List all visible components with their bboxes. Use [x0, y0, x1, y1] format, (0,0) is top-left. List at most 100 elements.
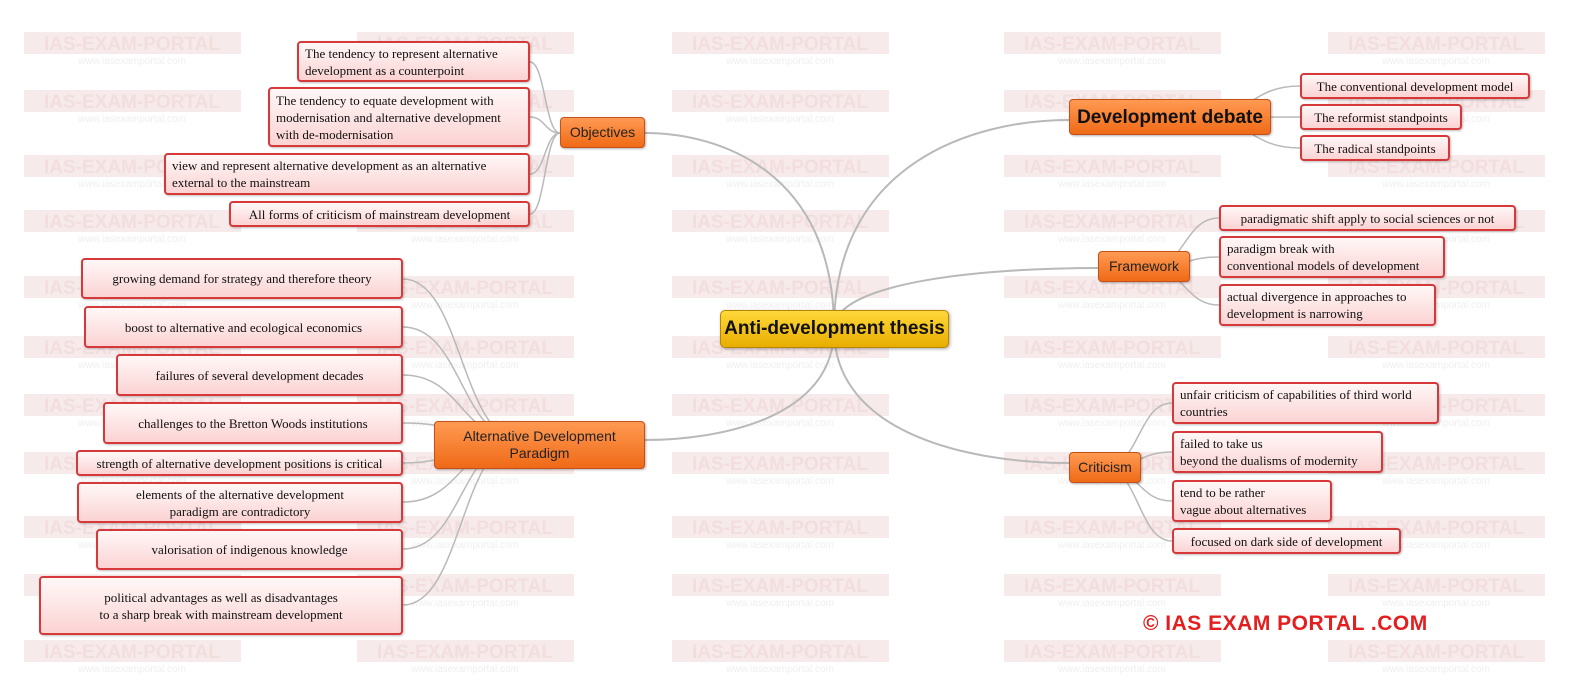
paradigm-leaf-1[interactable]: growing demand for strategy and therefor… [81, 258, 403, 299]
watermark-band [357, 640, 574, 662]
watermark-text: IAS-EXAM-PORTAL [692, 92, 868, 113]
watermark-text: IAS-EXAM-PORTAL [1024, 338, 1200, 359]
watermark-band [672, 32, 889, 54]
paradigm-leaf-3[interactable]: failures of several development decades [116, 354, 403, 396]
copyright-notice: © IAS EXAM PORTAL .COM [1143, 612, 1428, 635]
branch-framework[interactable]: Framework [1098, 251, 1190, 282]
framework-leaf-2[interactable]: paradigm break with conventional models … [1219, 236, 1445, 278]
paradigm-leaf-5[interactable]: strength of alternative development posi… [76, 450, 403, 476]
watermark-band [672, 640, 889, 662]
connector-line [644, 132, 835, 330]
watermark-band [672, 394, 889, 416]
objectives-leaf-1[interactable]: The tendency to represent alternative de… [297, 41, 530, 82]
watermark-text: IAS-EXAM-PORTAL [692, 518, 868, 539]
paradigm-leaf-4[interactable]: challenges to the Bretton Woods institut… [103, 402, 403, 444]
objectives-leaf-4[interactable]: All forms of criticism of mainstream dev… [229, 201, 530, 227]
debate-leaf-2[interactable]: The reformist standpoints [1300, 104, 1462, 130]
watermark-url: www.iasexamportal.com [1381, 360, 1490, 371]
branch-alternative-development-paradigm[interactable]: Alternative Development Paradigm [434, 421, 645, 469]
criticism-leaf-4[interactable]: focused on dark side of development [1172, 528, 1401, 554]
watermark-band [672, 155, 889, 177]
watermark-text: IAS-EXAM-PORTAL [44, 34, 220, 55]
paradigm-leaf-7[interactable]: valorisation of indigenous knowledge [96, 529, 403, 570]
watermark-band [1004, 32, 1221, 54]
framework-leaf-3[interactable]: actual divergence in approaches to devel… [1219, 284, 1436, 326]
watermark-url: www.iasexamportal.com [77, 56, 186, 67]
branch-development-debate[interactable]: Development debate [1069, 99, 1271, 135]
criticism-leaf-1[interactable]: unfair criticism of capabilities of thir… [1172, 382, 1439, 424]
watermark-band [357, 516, 574, 538]
watermark-url: www.iasexamportal.com [725, 664, 834, 675]
watermark-url: www.iasexamportal.com [725, 476, 834, 487]
objectives-leaf-3[interactable]: view and represent alternative developme… [164, 153, 530, 195]
watermark-url: www.iasexamportal.com [725, 179, 834, 190]
criticism-leaf-3[interactable]: tend to be rather vague about alternativ… [1172, 480, 1332, 522]
watermark-text: IAS-EXAM-PORTAL [44, 92, 220, 113]
watermark-band [24, 90, 241, 112]
central-topic[interactable]: Anti-development thesis [720, 310, 949, 348]
watermark-band [672, 90, 889, 112]
watermark-text: IAS-EXAM-PORTAL [1024, 576, 1200, 597]
watermark-url: www.iasexamportal.com [1057, 664, 1166, 675]
debate-leaf-1[interactable]: The conventional development model [1300, 73, 1530, 99]
watermark-band [357, 394, 574, 416]
watermark-url: www.iasexamportal.com [77, 476, 186, 487]
watermark-url: www.iasexamportal.com [410, 476, 519, 487]
objectives-leaf-2[interactable]: The tendency to equate development with … [268, 87, 530, 147]
connector-line [529, 61, 561, 134]
watermark-band [1328, 32, 1545, 54]
watermark-band [1004, 210, 1221, 232]
watermark-url: www.iasexamportal.com [725, 234, 834, 245]
watermark-url: www.iasexamportal.com [1381, 540, 1490, 551]
connector-line [833, 328, 1070, 464]
watermark-band [1004, 640, 1221, 662]
watermark-url: www.iasexamportal.com [1057, 300, 1166, 311]
watermark-band [672, 516, 889, 538]
watermark-url: www.iasexamportal.com [1381, 476, 1490, 487]
watermark-url: www.iasexamportal.com [77, 179, 186, 190]
watermark-band [672, 276, 889, 298]
connector-line [529, 116, 561, 134]
connector-line [644, 328, 835, 441]
watermark-url: www.iasexamportal.com [725, 598, 834, 609]
connector-line [402, 278, 521, 441]
watermark-band [1004, 516, 1221, 538]
connector-line [529, 132, 561, 215]
watermark-url: www.iasexamportal.com [410, 598, 519, 609]
watermark-text: IAS-EXAM-PORTAL [692, 34, 868, 55]
watermark-band [1004, 155, 1221, 177]
branch-objectives[interactable]: Objectives [560, 117, 645, 148]
paradigm-leaf-6[interactable]: elements of the alternative development … [77, 482, 403, 523]
watermark-url: www.iasexamportal.com [1057, 540, 1166, 551]
watermark-text: IAS-EXAM-PORTAL [1024, 157, 1200, 178]
criticism-leaf-2[interactable]: failed to take us beyond the dualisms of… [1172, 431, 1383, 473]
connector-line [529, 132, 561, 175]
watermark-url: www.iasexamportal.com [1057, 56, 1166, 67]
watermark-band [1004, 574, 1221, 596]
watermark-text: IAS-EXAM-PORTAL [692, 212, 868, 233]
watermark-text: IAS-EXAM-PORTAL [692, 278, 868, 299]
watermark-url: www.iasexamportal.com [77, 114, 186, 125]
watermark-text: IAS-EXAM-PORTAL [377, 642, 553, 663]
paradigm-leaf-8[interactable]: political advantages as well as disadvan… [39, 576, 403, 635]
watermark-text: IAS-EXAM-PORTAL [692, 157, 868, 178]
watermark-url: www.iasexamportal.com [1057, 598, 1166, 609]
watermark-band [24, 210, 241, 232]
watermark-band [357, 574, 574, 596]
watermark-url: www.iasexamportal.com [1057, 360, 1166, 371]
watermark-text: IAS-EXAM-PORTAL [1024, 278, 1200, 299]
watermark-text: IAS-EXAM-PORTAL [44, 642, 220, 663]
framework-leaf-1[interactable]: paradigmatic shift apply to social scien… [1219, 205, 1516, 231]
debate-leaf-3[interactable]: The radical standpoints [1300, 135, 1450, 161]
watermark-url: www.iasexamportal.com [725, 114, 834, 125]
watermark-url: www.iasexamportal.com [725, 300, 834, 311]
paradigm-leaf-2[interactable]: boost to alternative and ecological econ… [84, 306, 403, 348]
watermark-text: IAS-EXAM-PORTAL [1024, 34, 1200, 55]
watermark-url: www.iasexamportal.com [1057, 179, 1166, 190]
watermark-url: www.iasexamportal.com [410, 540, 519, 551]
watermark-text: IAS-EXAM-PORTAL [1348, 338, 1524, 359]
watermark-url: www.iasexamportal.com [410, 234, 519, 245]
watermark-text: IAS-EXAM-PORTAL [377, 278, 553, 299]
connector-line [833, 119, 1070, 330]
branch-criticism[interactable]: Criticism [1069, 452, 1141, 483]
